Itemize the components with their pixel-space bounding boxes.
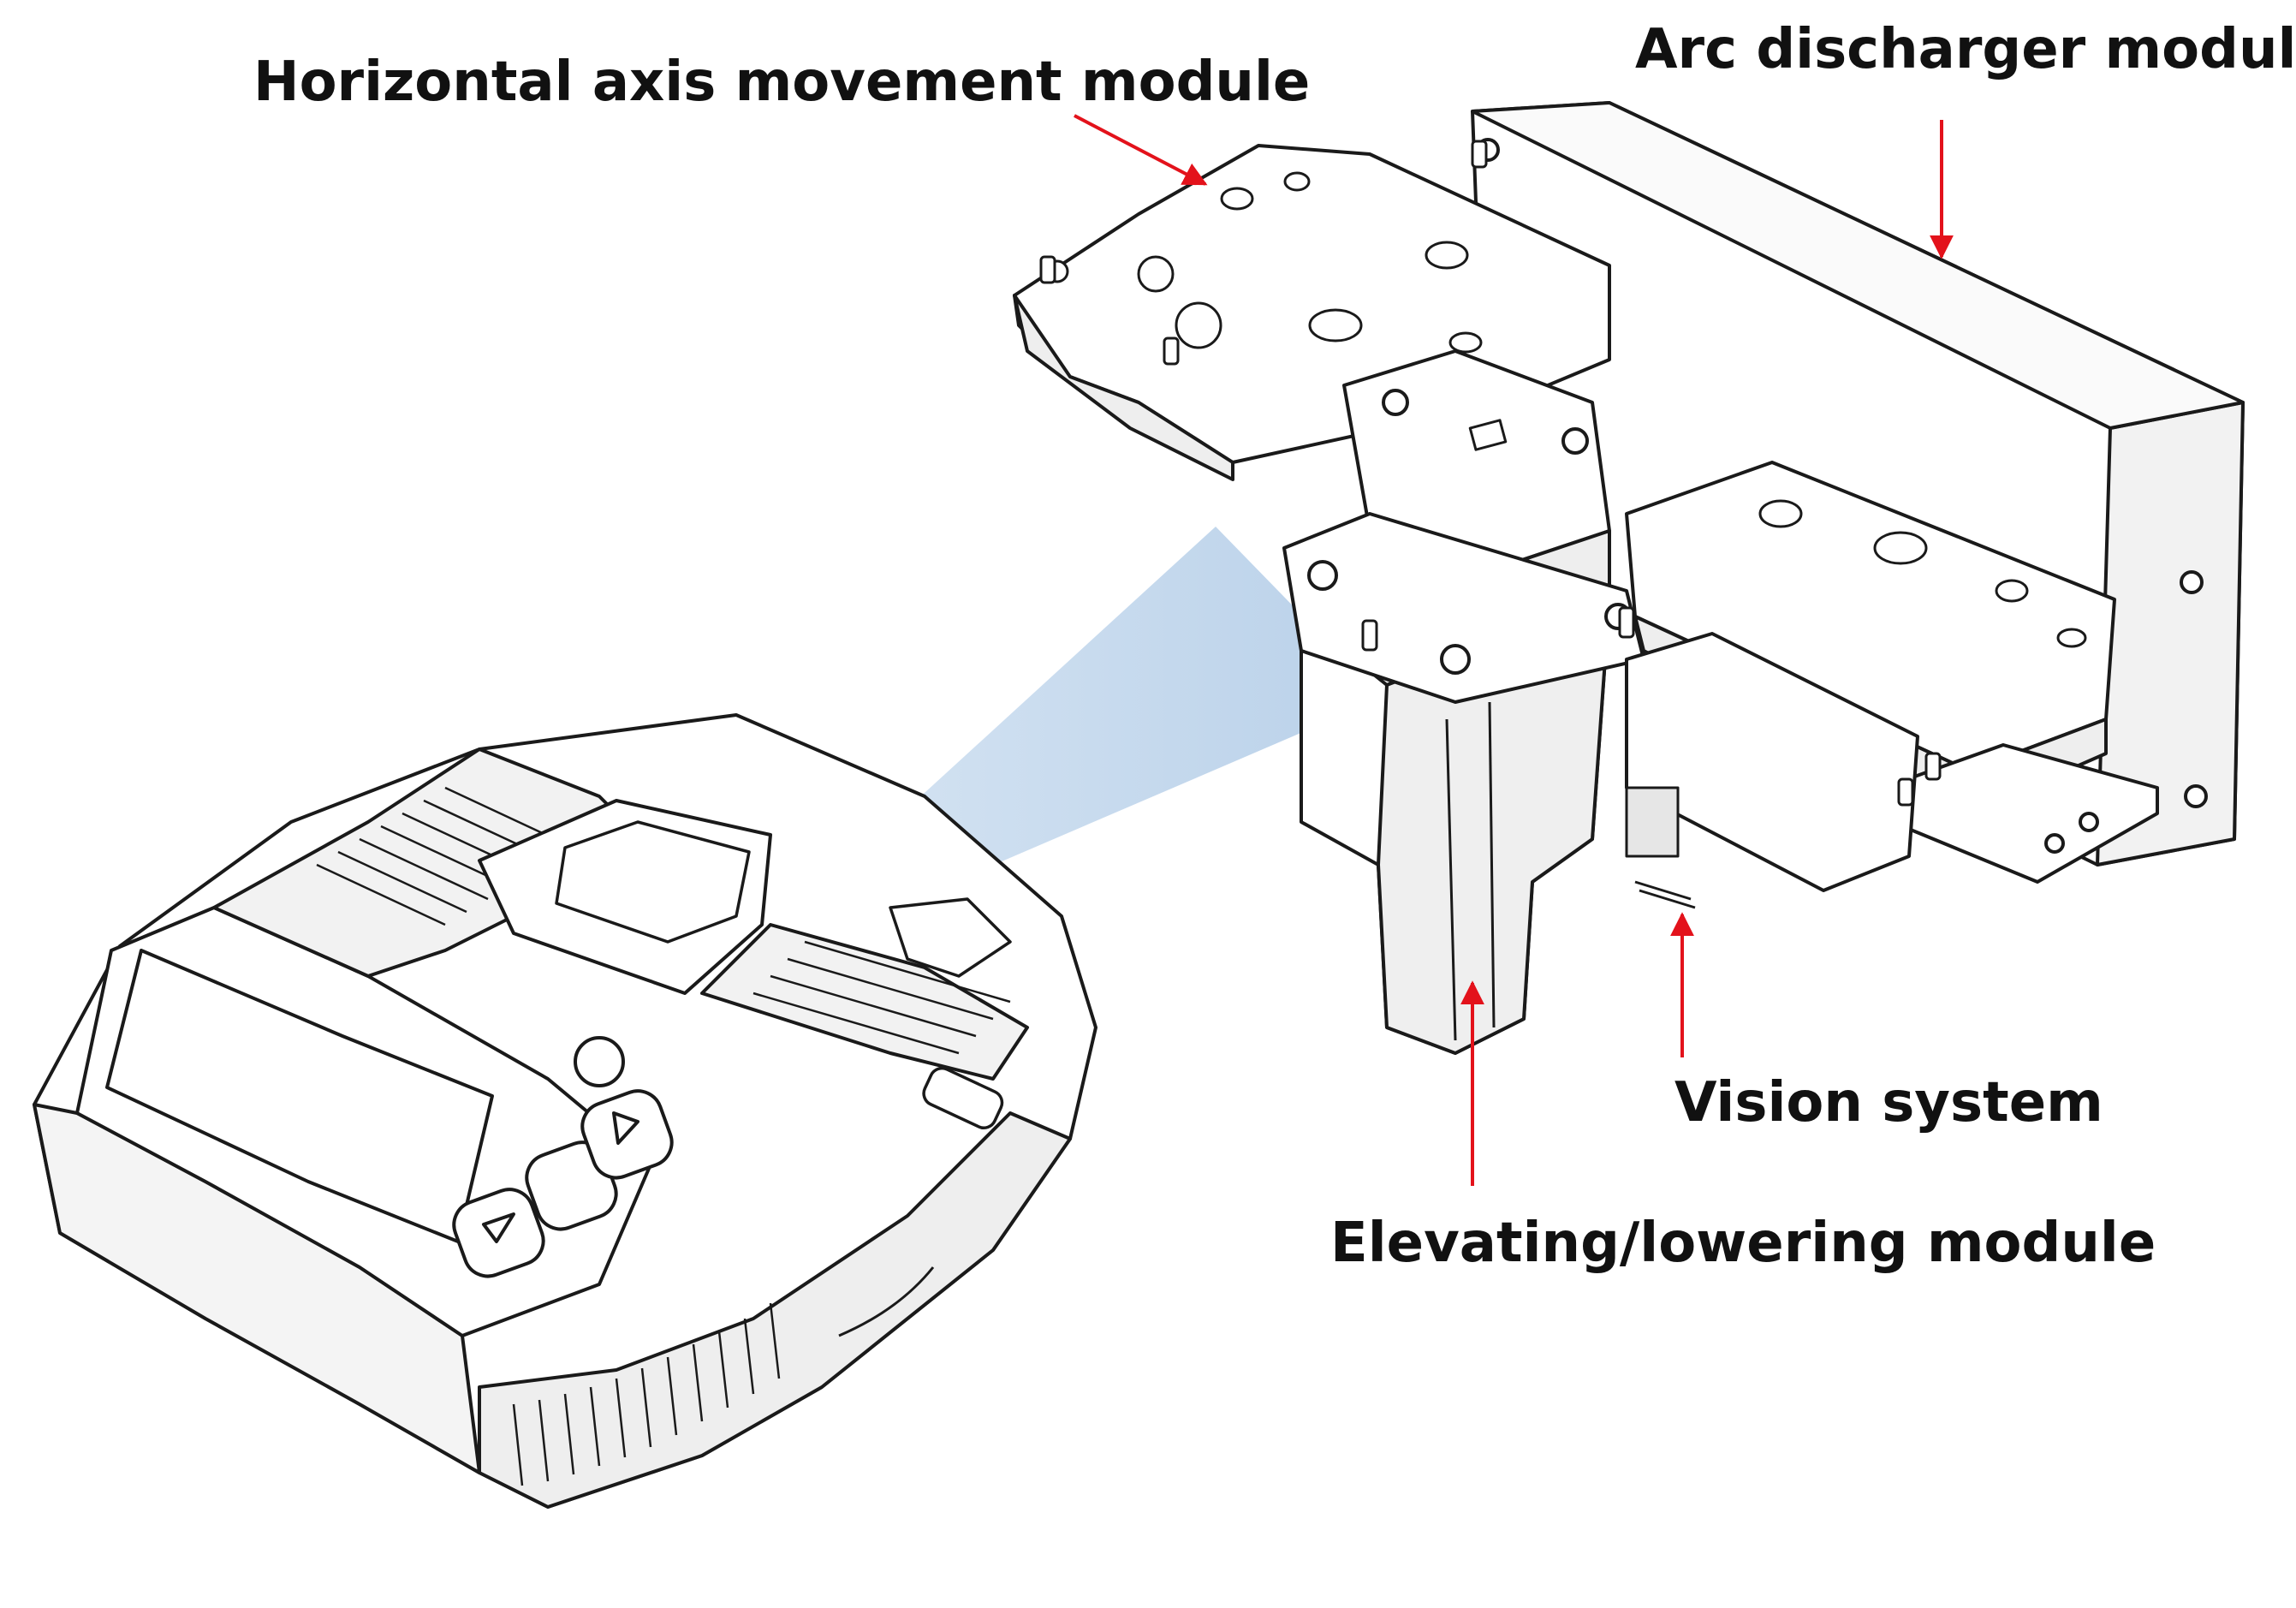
splicer-device bbox=[33, 713, 1097, 1509]
label-elevating-lowering-module: Elevating/lowering module bbox=[1330, 1212, 2156, 1275]
module-assembly bbox=[1013, 101, 2245, 1055]
screws bbox=[1039, 140, 1942, 807]
label-vision-system: Vision system bbox=[1674, 1071, 2103, 1135]
label-arc-discharger-module: Arc discharger module bbox=[1635, 18, 2296, 81]
callout-arrows bbox=[1074, 114, 1954, 1186]
plate-holes bbox=[1045, 171, 1483, 354]
top-ribs-right bbox=[752, 940, 1011, 1055]
device-buttons bbox=[452, 1036, 674, 1278]
label-horizontal-axis-movement-module: Horizontal axis movement module bbox=[253, 51, 1311, 114]
lid-window bbox=[555, 820, 751, 944]
side-ribs bbox=[512, 1302, 781, 1486]
arrow-horizontal-axis bbox=[1074, 114, 1208, 186]
device-screen bbox=[105, 949, 494, 1243]
